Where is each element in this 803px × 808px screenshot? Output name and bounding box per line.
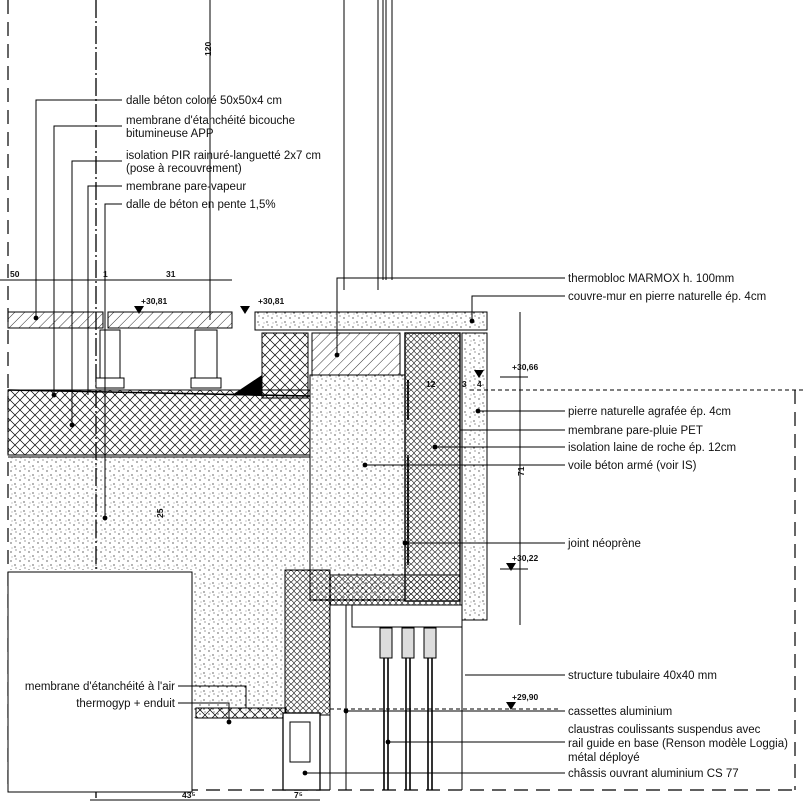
label-air-barrier: membrane d'étanchéité à l'air [25,681,175,693]
dimension-31: 31 [166,269,176,279]
dimension-12: 12 [426,379,436,389]
label-stone-cladding: pierre naturelle agrafée ép. 4cm [568,406,731,418]
label-rock-wool: isolation laine de roche ép. 12cm [568,442,736,454]
label-concrete-wall: voile béton armé (voir IS) [568,460,697,472]
dimension-71: 71 [516,466,526,476]
dimension-3: 3 [462,379,467,389]
label-sloped-slab: dalle de béton en pente 1,5% [126,199,276,211]
label-aluminium-cassettes: cassettes aluminium [568,706,672,718]
label-sliding-claustra: claustras coulissants suspendus avec [568,724,761,736]
dimension-120: 120 [203,42,213,56]
roof-build-up [7,311,311,570]
dimension-50: 50 [10,269,20,279]
level-parapet: +30,66 [512,362,539,372]
level-terrace-2: +30,81 [258,296,285,306]
label-waterproofing-membrane: membrane d'étanchéité bicouche [126,115,295,127]
label-rain-membrane: membrane pare-pluie PET [568,425,703,437]
label-coping: couvre-mur en pierre naturelle ép. 4cm [568,291,766,303]
level-window-head: +29,90 [512,692,539,702]
dimension-43-5: 43⁵ [182,790,195,800]
label-pir-insulation: isolation PIR rainuré-languetté 2x7 cm [126,150,321,162]
label-sliding-claustra-2: rail guide en base (Renson modèle Loggia… [568,738,788,750]
dimension-4: 4 [477,379,482,389]
claustra-blades [379,627,437,790]
label-waterproofing-membrane-2: bitumineuse APP [126,128,214,140]
label-thermogyp: thermogyp + enduit [76,698,176,710]
leader-lines [33,99,565,776]
dimension-7-5: 7⁵ [294,790,303,800]
dimension-25: 25 [155,508,165,518]
label-expanded-metal: métal déployé [568,752,640,764]
label-vapour-barrier: membrane pare-vapeur [126,181,246,193]
parapet-wall [254,311,488,621]
label-tubular-structure: structure tubulaire 40x40 mm [568,670,717,682]
level-soffit: +30,22 [512,553,539,563]
level-markers [90,306,560,801]
label-aluminium-frame: châssis ouvrant aluminium CS 77 [568,768,739,780]
label-pir-insulation-2: (pose à recouvrement) [126,163,242,175]
dimension-1: 1 [103,269,108,279]
label-colored-concrete-tile: dalle béton coloré 50x50x4 cm [126,95,282,107]
label-thermobloc: thermobloc MARMOX h. 100mm [568,273,734,285]
label-neoprene-joint: joint néoprène [567,538,641,550]
level-terrace-1: +30,81 [141,296,168,306]
lower-slab [7,569,463,793]
